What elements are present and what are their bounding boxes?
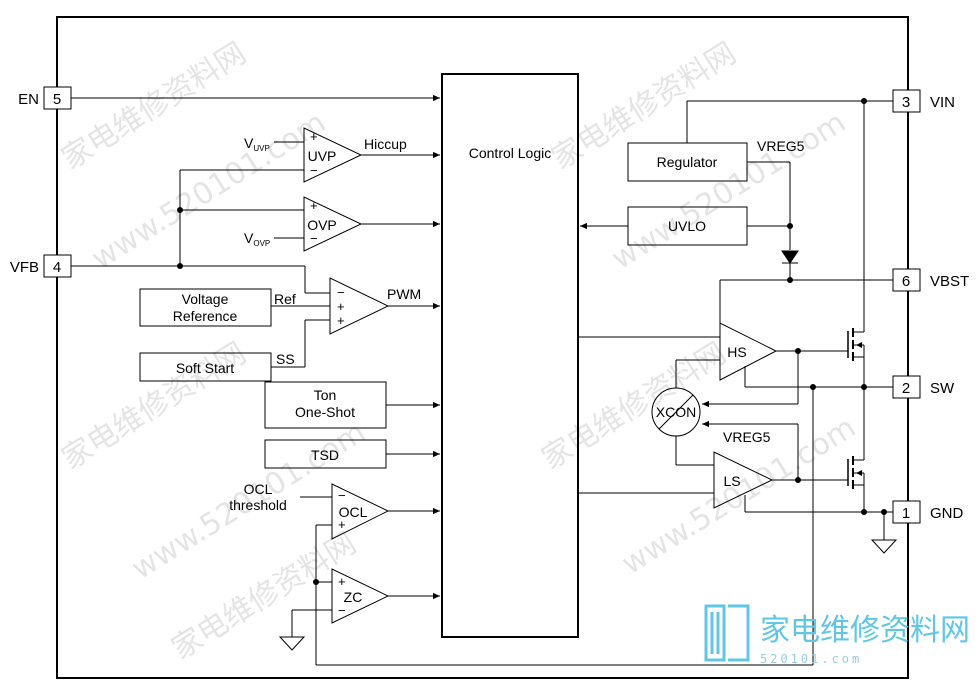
pin-gnd-number: 1 <box>902 505 910 522</box>
control-logic-label: Control Logic <box>469 145 552 161</box>
pin-sw-box <box>892 375 921 399</box>
v-uvp-label: VUVP <box>244 135 270 153</box>
ic-outline <box>56 16 909 679</box>
plus-sign: + <box>310 198 318 213</box>
watermark-text: 家电维修资料网 <box>56 36 253 177</box>
logo-url: 520101.com <box>760 652 862 666</box>
pin-gnd-label: GND <box>930 505 964 522</box>
plus-sign: + <box>337 313 345 328</box>
plus-sign: + <box>338 574 346 589</box>
regulator-label: Regulator <box>657 154 718 170</box>
bootstrap-diode <box>781 250 799 264</box>
voltage-reference-label-1: Voltage <box>182 291 229 307</box>
ocl-threshold-label-1: OCL <box>244 481 273 497</box>
xcon-label: XCON <box>656 404 696 420</box>
voltage-reference-block <box>139 288 272 327</box>
ref-label: Ref <box>274 291 296 307</box>
ss-label: SS <box>276 351 295 367</box>
pin-en-number: 5 <box>53 91 61 108</box>
pin-sw-number: 2 <box>902 380 910 397</box>
ocl-threshold-label-2: threshold <box>229 497 287 513</box>
pin-vfb-label: VFB <box>10 259 39 276</box>
ground-symbol <box>278 636 306 651</box>
ovp-label: OVP <box>307 217 337 233</box>
pin-vbst-label: VBST <box>930 273 969 290</box>
pin-vfb-box <box>43 254 72 278</box>
hs-label: HS <box>727 344 746 360</box>
hs-driver <box>719 322 778 381</box>
junction-dots <box>177 98 887 585</box>
plus-sign: + <box>310 129 318 144</box>
pin-vfb-number: 4 <box>53 259 61 276</box>
ocl-comparator <box>331 483 390 540</box>
vreg5-label: VREG5 <box>757 138 805 154</box>
pin-vin-box <box>892 89 921 113</box>
tsd-label: TSD <box>311 447 339 463</box>
zc-label: ZC <box>344 589 363 605</box>
minus-sign: − <box>338 488 346 503</box>
ton-label-2: One-Shot <box>295 404 355 420</box>
uvp-label: UVP <box>308 148 337 164</box>
watermark-text: 家电维修资料网 <box>536 336 733 477</box>
ls-label: LS <box>723 473 740 489</box>
pin-vbst-number: 6 <box>902 273 910 290</box>
hiccup-label: Hiccup <box>364 136 407 152</box>
soft-start-label: Soft Start <box>176 360 234 376</box>
control-logic-block <box>441 73 579 638</box>
logo-text: 家电维修资料网 <box>760 613 970 648</box>
ground-symbol <box>870 539 898 554</box>
pin-sw-label: SW <box>930 380 955 397</box>
plus-sign: + <box>338 517 346 532</box>
pin-vin-label: VIN <box>930 94 955 111</box>
minus-sign: − <box>338 603 346 618</box>
uvp-comparator <box>303 127 363 183</box>
v-ovp-label: VOVP <box>244 230 270 248</box>
voltage-reference-label-2: Reference <box>173 308 238 324</box>
uvlo-label: UVLO <box>668 218 706 234</box>
watermark-text: 家电维修资料网 <box>56 336 253 477</box>
watermark-url: www.520101.com <box>606 105 852 277</box>
pin-en-box <box>43 86 72 110</box>
site-logo: 家电维修资料网 520101.com <box>704 604 970 666</box>
minus-sign: − <box>310 163 318 178</box>
minus-sign: − <box>310 231 318 246</box>
pwm-label: PWM <box>387 286 421 302</box>
ovp-comparator <box>303 196 363 252</box>
plus-sign: + <box>337 299 345 314</box>
pin-gnd-box <box>892 500 921 524</box>
ton-label-1: Ton <box>314 387 337 403</box>
pin-vin-number: 3 <box>902 94 910 111</box>
pin-en-label: EN <box>18 91 39 108</box>
ls-driver <box>713 451 774 509</box>
ocl-label: OCL <box>339 504 368 520</box>
vreg5-ls-label: VREG5 <box>723 429 771 445</box>
minus-sign: − <box>337 285 345 300</box>
pin-vbst-box <box>892 268 921 292</box>
zc-comparator <box>331 568 390 624</box>
